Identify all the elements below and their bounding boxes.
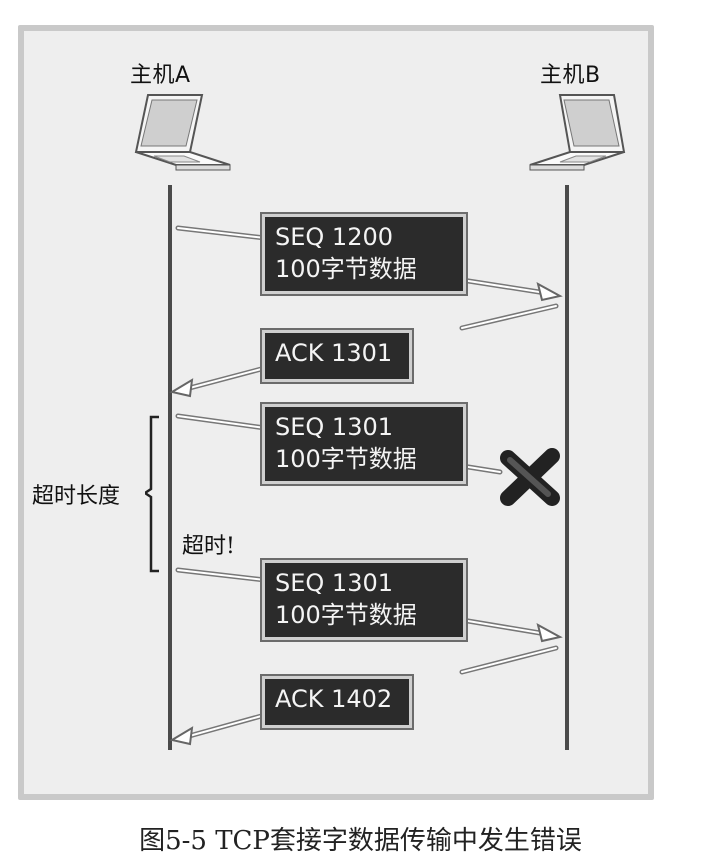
host-a-label: 主机A <box>130 63 191 88</box>
host-b-lifeline <box>565 185 569 750</box>
laptop-icon <box>134 94 231 171</box>
message-label: SEQ 1301 <box>275 569 393 597</box>
timeout-label: 超时! <box>182 534 235 559</box>
message-label: ACK 1402 <box>275 685 393 713</box>
message-label: SEQ 1200 <box>275 223 393 251</box>
message-ack-1301: ACK 1301 <box>260 328 414 384</box>
cross-icon <box>500 448 560 506</box>
host-b-label: 主机B <box>540 63 601 88</box>
message-payload: 100字节数据 <box>275 601 417 629</box>
message-payload: 100字节数据 <box>275 445 417 473</box>
message-ack-1402: ACK 1402 <box>260 674 414 730</box>
laptop-icon <box>529 94 626 171</box>
message-label: ACK 1301 <box>275 339 393 367</box>
host-a-lifeline <box>168 185 172 750</box>
message-seq-1301-lost: SEQ 1301 100字节数据 <box>260 402 468 486</box>
message-seq-1301-retransmit: SEQ 1301 100字节数据 <box>260 558 468 642</box>
figure-caption: 图5-5 TCP套接字数据传输中发生错误 <box>139 826 582 856</box>
message-seq-1200: SEQ 1200 100字节数据 <box>260 212 468 296</box>
timeout-length-label: 超时长度 <box>32 484 121 509</box>
timeout-bracket <box>145 415 159 573</box>
message-label: SEQ 1301 <box>275 413 393 441</box>
message-payload: 100字节数据 <box>275 255 417 283</box>
